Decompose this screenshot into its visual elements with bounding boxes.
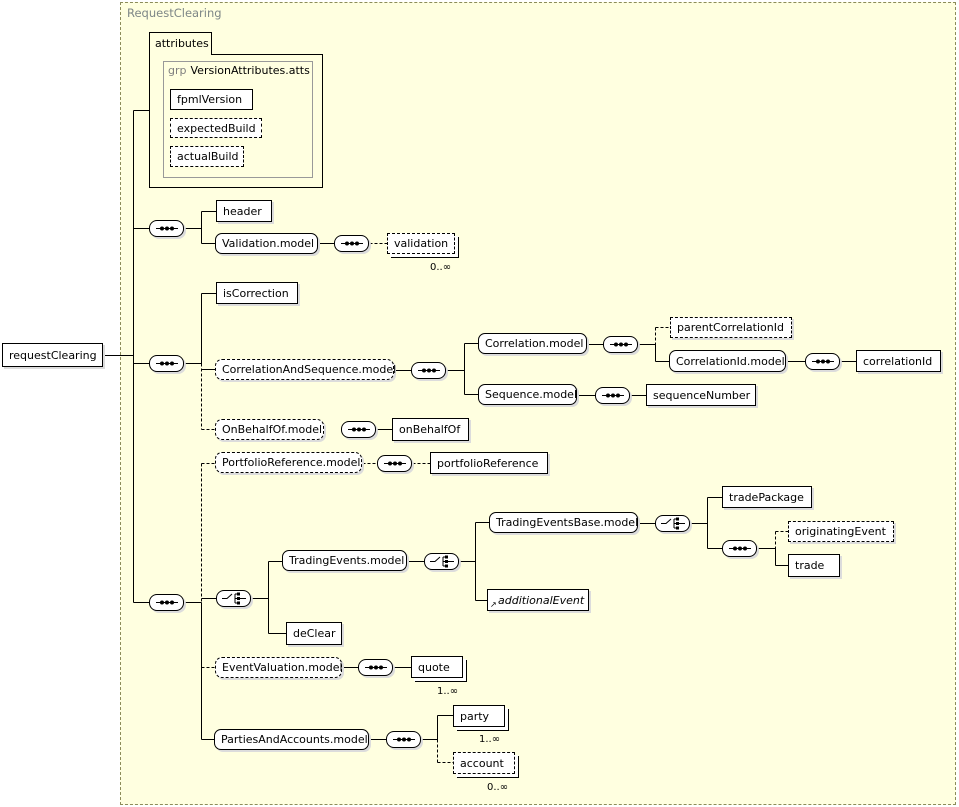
element-parent-correlation-id[interactable]: parentCorrelationId xyxy=(670,317,792,338)
attribute-group-box xyxy=(163,61,313,178)
choice-icon xyxy=(660,517,685,530)
sequence-icon xyxy=(811,359,834,364)
sequence-icon xyxy=(155,361,178,366)
sequence-icon xyxy=(417,368,440,373)
group-trading-events-model[interactable]: TradingEvents.model xyxy=(282,550,407,571)
reference-arrow-icon: ↗ xyxy=(490,600,497,609)
sequence-icon xyxy=(601,393,624,398)
sequence-icon xyxy=(155,600,178,605)
sequence-icon xyxy=(383,461,406,466)
sequence-compositor-correlation-id-model[interactable] xyxy=(805,353,840,370)
element-de-clear[interactable]: deClear xyxy=(286,622,342,645)
sequence-icon xyxy=(609,342,632,347)
element-on-behalf-of[interactable]: onBehalfOf xyxy=(392,418,469,441)
choice-compositor-main[interactable] xyxy=(216,590,251,607)
group-portfolio-reference-model[interactable]: PortfolioReference.model xyxy=(215,452,362,473)
choice-icon xyxy=(221,592,246,605)
element-header[interactable]: header xyxy=(216,200,272,222)
cardinality-party: 1..∞ xyxy=(479,734,501,745)
choice-compositor-trading-events-base[interactable] xyxy=(655,515,690,532)
element-sequence-number[interactable]: sequenceNumber xyxy=(646,384,756,406)
additional-event-label: additionalEvent xyxy=(498,593,585,607)
sequence-compositor-correlation-and-sequence[interactable] xyxy=(411,362,446,379)
element-party[interactable]: party xyxy=(453,705,505,727)
sequence-icon xyxy=(392,737,415,742)
sequence-compositor-event-valuation[interactable] xyxy=(358,659,393,676)
element-is-correction[interactable]: isCorrection xyxy=(216,282,298,304)
sequence-compositor-validation[interactable] xyxy=(334,235,369,252)
sequence-compositor-portfolio-reference[interactable] xyxy=(377,455,412,472)
element-validation[interactable]: validation xyxy=(387,233,455,254)
cardinality-quote: 1..∞ xyxy=(437,686,459,697)
sequence-compositor-correlation[interactable] xyxy=(149,355,184,372)
group-trading-events-base-model[interactable]: TradingEventsBase.model xyxy=(489,512,638,533)
choice-icon xyxy=(429,555,454,568)
sequence-icon xyxy=(340,241,363,246)
cardinality-validation: 0..∞ xyxy=(430,262,452,273)
group-sequence-model[interactable]: Sequence.model xyxy=(478,384,577,405)
attributes-tab: attributes xyxy=(149,32,212,55)
sequence-compositor-main[interactable] xyxy=(149,594,184,611)
group-correlation-id-model[interactable]: CorrelationId.model xyxy=(669,350,786,372)
sequence-compositor-on-behalf-of[interactable] xyxy=(341,421,376,438)
group-parties-and-accounts-model[interactable]: PartiesAndAccounts.model xyxy=(214,729,369,750)
group-event-valuation-model[interactable]: EventValuation.model xyxy=(215,657,343,678)
sequence-icon xyxy=(728,546,751,551)
region-title: RequestClearing xyxy=(127,6,222,20)
choice-compositor-trading-events[interactable] xyxy=(424,553,459,570)
group-keyword: grp xyxy=(168,64,187,77)
attribute-fpml-version[interactable]: fpmlVersion xyxy=(170,89,253,110)
group-correlation-and-sequence-model[interactable]: CorrelationAndSequence.model xyxy=(215,359,396,380)
element-additional-event[interactable]: ↗additionalEvent xyxy=(487,589,589,611)
sequence-compositor-header[interactable] xyxy=(149,220,184,237)
attribute-actual-build[interactable]: actualBuild xyxy=(170,146,244,167)
cardinality-account: 0..∞ xyxy=(487,782,509,793)
element-correlation-id[interactable]: correlationId xyxy=(856,350,941,372)
sequence-compositor-correlation-model[interactable] xyxy=(603,336,638,353)
group-correlation-model[interactable]: Correlation.model xyxy=(478,333,587,354)
element-trade-package[interactable]: tradePackage xyxy=(722,486,812,508)
element-portfolio-reference[interactable]: portfolioReference xyxy=(430,452,548,474)
attribute-expected-build[interactable]: expectedBuild xyxy=(170,118,262,138)
element-originating-event[interactable]: originatingEvent xyxy=(788,521,894,542)
sequence-compositor-trading-events-base-option[interactable] xyxy=(722,540,757,557)
element-account[interactable]: account xyxy=(453,752,515,774)
sequence-icon xyxy=(155,226,178,231)
sequence-compositor-sequence-model[interactable] xyxy=(595,387,630,404)
sequence-icon xyxy=(347,427,370,432)
root-element-request-clearing[interactable]: requestClearing xyxy=(2,343,103,367)
element-quote[interactable]: quote xyxy=(411,656,463,678)
sequence-icon xyxy=(364,665,387,670)
element-trade[interactable]: trade xyxy=(788,554,840,577)
group-on-behalf-of-model[interactable]: OnBehalfOf.model xyxy=(215,419,324,440)
group-name: VersionAttributes.atts xyxy=(190,64,310,77)
sequence-compositor-parties-and-accounts[interactable] xyxy=(386,731,421,748)
group-validation-model[interactable]: Validation.model xyxy=(215,233,318,254)
